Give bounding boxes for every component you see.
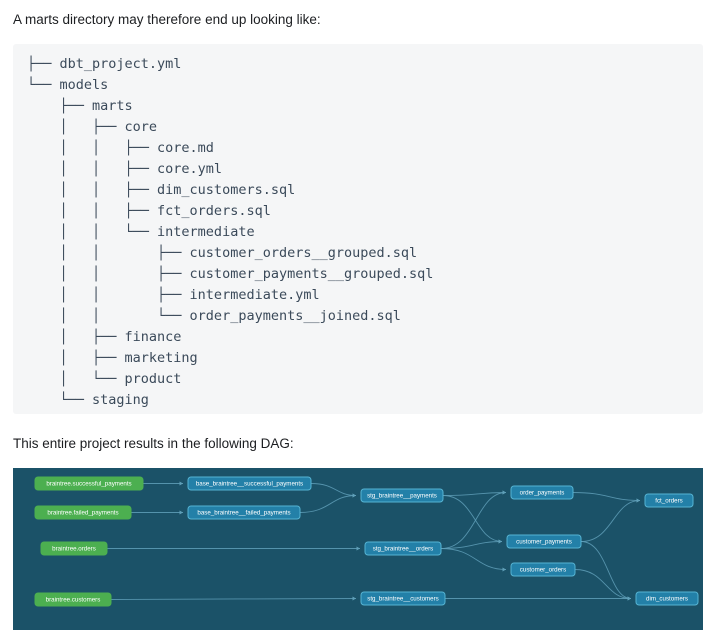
dag-edge: [442, 492, 507, 496]
dag-node-box: [187, 476, 312, 491]
dag-node-box: [40, 541, 108, 556]
dag-node-box: [644, 493, 694, 508]
dag-edge-arrow: [356, 546, 360, 551]
dag-edge-arrow: [502, 567, 506, 572]
dag-node-base_braintree__successful_payments[interactable]: base_braintree__successful_payments: [187, 476, 312, 491]
dag-node-label: stg_braintree__orders: [373, 546, 434, 553]
dag-node-label: braintree.customers: [46, 597, 101, 604]
dag-edge-layer: [107, 481, 641, 601]
dag-node-dim_customers[interactable]: dim_customers: [635, 591, 699, 606]
dag-edge: [110, 598, 357, 600]
dag-node-box: [510, 562, 576, 577]
dag-node-label: braintree.failed_payments: [47, 510, 118, 517]
dag-node-label: braintree.orders: [52, 546, 96, 553]
dag-node-label: base_braintree__successful_payments: [196, 481, 303, 488]
dag-node-label: stg_braintree__customers: [367, 596, 439, 603]
dag-node-box: [360, 591, 446, 606]
dag-node-stg_braintree__payments[interactable]: stg_braintree__payments: [360, 488, 444, 503]
dag-node-box: [34, 592, 112, 607]
dag-edge: [440, 492, 507, 549]
dag-node-stg_braintree__orders[interactable]: stg_braintree__orders: [364, 541, 442, 556]
dag-edge-arrow: [627, 596, 631, 601]
dag-node-label: order_payments: [520, 490, 565, 497]
intro-paragraph: A marts directory may therefore end up l…: [13, 12, 321, 27]
dag-node-box: [510, 485, 574, 500]
dag-edge: [299, 495, 357, 513]
dag-node-fct_orders[interactable]: fct_orders: [644, 493, 694, 508]
dag-node-base_braintree__failed_payments[interactable]: base_braintree__failed_payments: [187, 505, 301, 520]
dag-node-box: [360, 488, 444, 503]
dag-edge-arrow: [498, 539, 502, 544]
dag-node-label: dim_customers: [646, 596, 688, 603]
dag-edge: [440, 548, 507, 570]
dag-node-stg_braintree__customers[interactable]: stg_braintree__customers: [360, 591, 446, 606]
dag-edge-arrow: [179, 510, 183, 515]
dag-node-customer_payments[interactable]: customer_payments: [506, 534, 582, 549]
dag-node-label: fct_orders: [655, 498, 683, 505]
dag-node-label: stg_braintree__payments: [367, 493, 437, 500]
dag-edge: [572, 492, 641, 501]
dag-edge-arrow: [636, 498, 640, 503]
directory-tree-code-block: ├── dbt_project.yml └── models ├── marts…: [13, 44, 703, 414]
dag-node-label: customer_payments: [516, 539, 572, 546]
dag-node-box: [635, 591, 699, 606]
dag-node-label: base_braintree__failed_payments: [197, 510, 290, 517]
dag-edge-arrow: [502, 490, 506, 495]
dag-node-braintree_failed_payments[interactable]: braintree.failed_payments: [34, 505, 132, 520]
dag-edge: [580, 541, 632, 599]
dag-node-order_payments[interactable]: order_payments: [510, 485, 574, 500]
dag-edge-arrow: [352, 596, 356, 601]
dag-diagram-panel: braintree.successful_payments braintree.f…: [13, 468, 703, 630]
dag-graph: braintree.successful_payments braintree.f…: [34, 476, 699, 607]
dag-edge: [442, 495, 503, 542]
dag-node-box: [187, 505, 301, 520]
dag-edge: [440, 541, 503, 549]
dag-node-braintree_successful_payments[interactable]: braintree.successful_payments: [34, 476, 144, 491]
dag-edge: [574, 569, 632, 599]
dag-node-customer_orders[interactable]: customer_orders: [510, 562, 576, 577]
dag-edge-arrow: [179, 481, 183, 486]
dag-edge-arrow: [352, 493, 356, 498]
dag-node-box: [364, 541, 442, 556]
dag-node-label: braintree.successful_payments: [46, 481, 131, 488]
dag-node-box: [34, 505, 132, 520]
dag-node-box: [506, 534, 582, 549]
dag-node-braintree_orders[interactable]: braintree.orders: [40, 541, 108, 556]
dag-node-box: [34, 476, 144, 491]
dag-paragraph: This entire project results in the follo…: [13, 436, 294, 451]
dag-node-braintree_customers[interactable]: braintree.customers: [34, 592, 112, 607]
dag-edge: [580, 500, 641, 542]
dag-edge: [310, 483, 357, 496]
dag-node-label: customer_orders: [520, 567, 566, 574]
dag-node-layer: braintree.successful_payments braintree.f…: [34, 476, 699, 607]
directory-tree-listing: ├── dbt_project.yml └── models ├── marts…: [27, 56, 434, 408]
